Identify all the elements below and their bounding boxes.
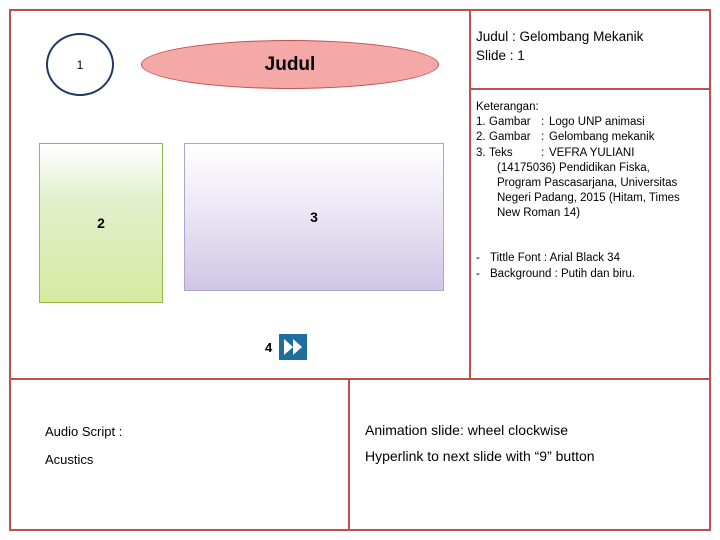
next-arrow-icon[interactable] [279, 334, 308, 360]
title-ellipse-shape: Judul [141, 40, 439, 89]
keterangan-item: 3. Teks : VEFRA YULIANI [476, 146, 702, 161]
placeholder-box-2-label: 2 [97, 215, 105, 231]
keterangan-item: 1. Gambar : Logo UNP animasi [476, 115, 702, 130]
keterangan-item-colon: : [541, 116, 545, 129]
design-note-dash: - [476, 268, 480, 280]
design-note: - Background : Putih dan biru. [476, 266, 702, 282]
placeholder-box-3: 3 [184, 143, 444, 291]
audio-script-heading: Audio Script : [45, 424, 123, 439]
animation-note-line: Hyperlink to next slide with “9” button [365, 448, 595, 464]
slide-title-line-1: Judul : Gelombang Mekanik [476, 29, 644, 44]
keterangan-item-value: Logo UNP animasi [549, 116, 645, 129]
slide-title-block: Judul : Gelombang Mekanik Slide : 1 [476, 27, 701, 65]
placeholder-box-3-label: 3 [310, 209, 318, 225]
keterangan-item-label: Gambar [489, 131, 531, 144]
keterangan-item-number: 3. [476, 146, 486, 159]
horizontal-divider [11, 378, 709, 380]
keterangan-item-value: Gelombang mekanik [549, 131, 655, 144]
keterangan-heading: Keterangan: [476, 101, 539, 113]
keterangan-continuation-line: (14175036) Pendidikan Fiska, [497, 161, 650, 174]
slide-number-label: 1 [76, 57, 84, 72]
title-section-divider [470, 88, 709, 90]
animation-notes-block: Animation slide: wheel clockwise Hyperli… [365, 417, 695, 469]
slide-title-line-2: Slide : 1 [476, 48, 525, 63]
keterangan-continuation-line: Negeri Padang, 2015 (Hitam, Times [497, 192, 680, 205]
outer-frame [9, 9, 711, 531]
keterangan-continuation: (14175036) Pendidikan Fiska, Program Pas… [497, 161, 702, 222]
keterangan-item-colon: : [541, 146, 545, 159]
keterangan-item-label: Gambar [489, 116, 531, 129]
keterangan-item-number: 1. [476, 116, 486, 129]
design-note-text: Tittle Font : Arial Black 34 [490, 252, 620, 264]
title-ellipse-label: Judul [264, 53, 316, 75]
item-4-label: 4 [265, 339, 273, 355]
keterangan-item-value: VEFRA YULIANI [549, 146, 635, 159]
keterangan-item-label: Teks [489, 146, 513, 159]
design-note: - Tittle Font : Arial Black 34 [476, 250, 702, 266]
keterangan-item-number: 2. [476, 131, 486, 144]
keterangan-continuation-line: New Roman 14) [497, 207, 581, 220]
vertical-divider [469, 11, 471, 379]
design-notes-block: - Tittle Font : Arial Black 34 - Backgro… [476, 250, 702, 282]
audio-script-value: Acustics [45, 452, 94, 467]
keterangan-item-colon: : [541, 131, 545, 144]
design-note-dash: - [476, 252, 480, 264]
next-button-group: 4 [265, 334, 308, 360]
keterangan-item: 2. Gambar : Gelombang mekanik [476, 130, 702, 145]
design-note-text: Background : Putih dan biru. [490, 268, 636, 280]
animation-note-line: Animation slide: wheel clockwise [365, 422, 569, 438]
slide-number-circle: 1 [46, 33, 114, 96]
audio-script-block: Audio Script : Acustics [45, 418, 122, 474]
bottom-row-divider [348, 380, 350, 529]
keterangan-continuation-line: Program Pascasarjana, Universitas [497, 177, 678, 190]
keterangan-block: Keterangan: 1. Gambar : Logo UNP animasi… [476, 100, 702, 222]
placeholder-box-2: 2 [39, 143, 163, 303]
